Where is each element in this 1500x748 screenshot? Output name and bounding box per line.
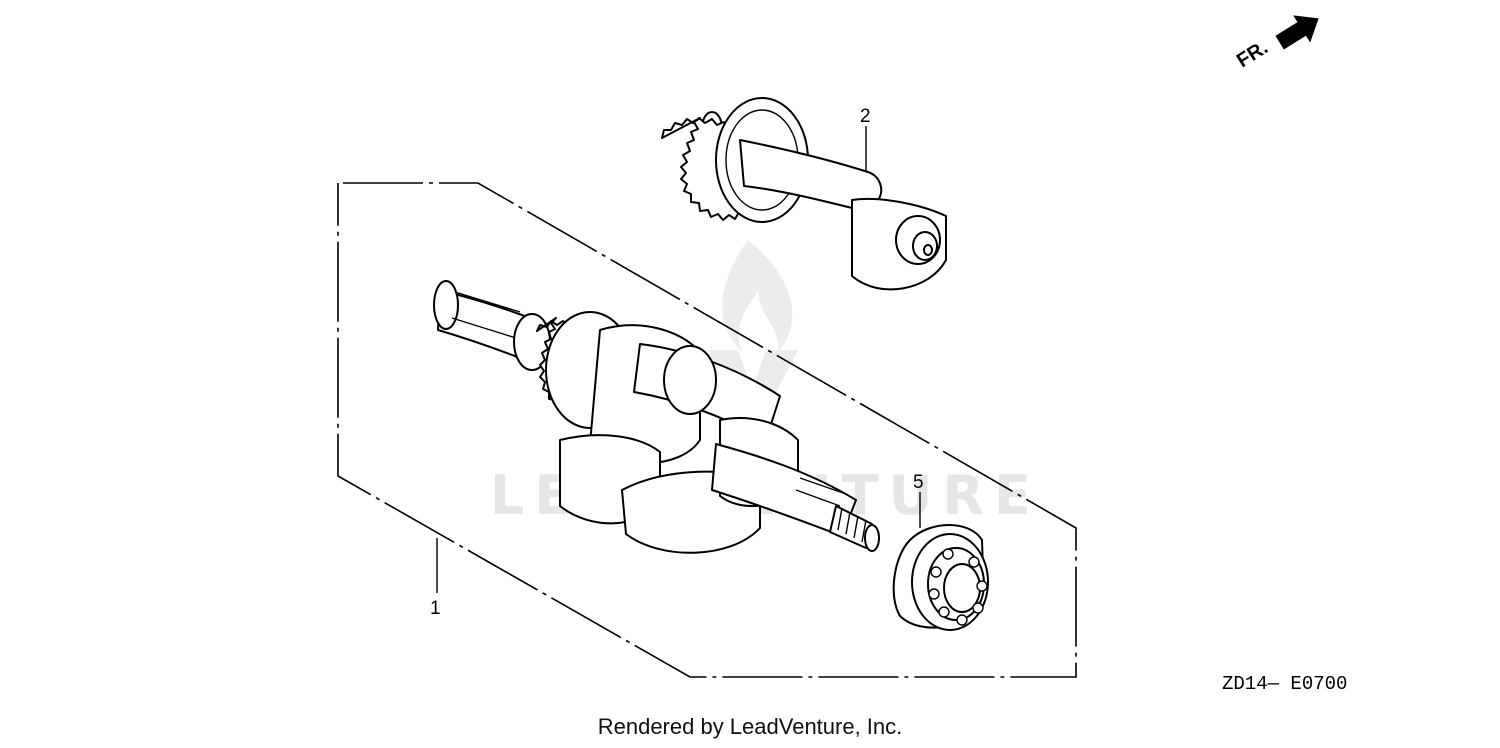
- callout-5-number[interactable]: 5: [913, 472, 924, 493]
- assembly-frame: [337, 182, 1077, 678]
- crankshaft-part[interactable]: [433, 280, 880, 554]
- callout-2-number[interactable]: 2: [860, 106, 871, 127]
- arrow-icon: [1275, 15, 1319, 50]
- front-label: FR.: [1233, 37, 1272, 73]
- balancer-shaft-part[interactable]: [661, 97, 947, 291]
- bearing-part[interactable]: [892, 524, 989, 631]
- callout-1-number[interactable]: 1: [430, 598, 441, 619]
- front-direction-indicator: FR.: [1233, 15, 1319, 73]
- credit-line: Rendered by LeadVenture, Inc.: [597, 714, 903, 739]
- diagram-code: ZD14— E0700: [1222, 673, 1348, 695]
- flame-logo-icon: [708, 240, 798, 412]
